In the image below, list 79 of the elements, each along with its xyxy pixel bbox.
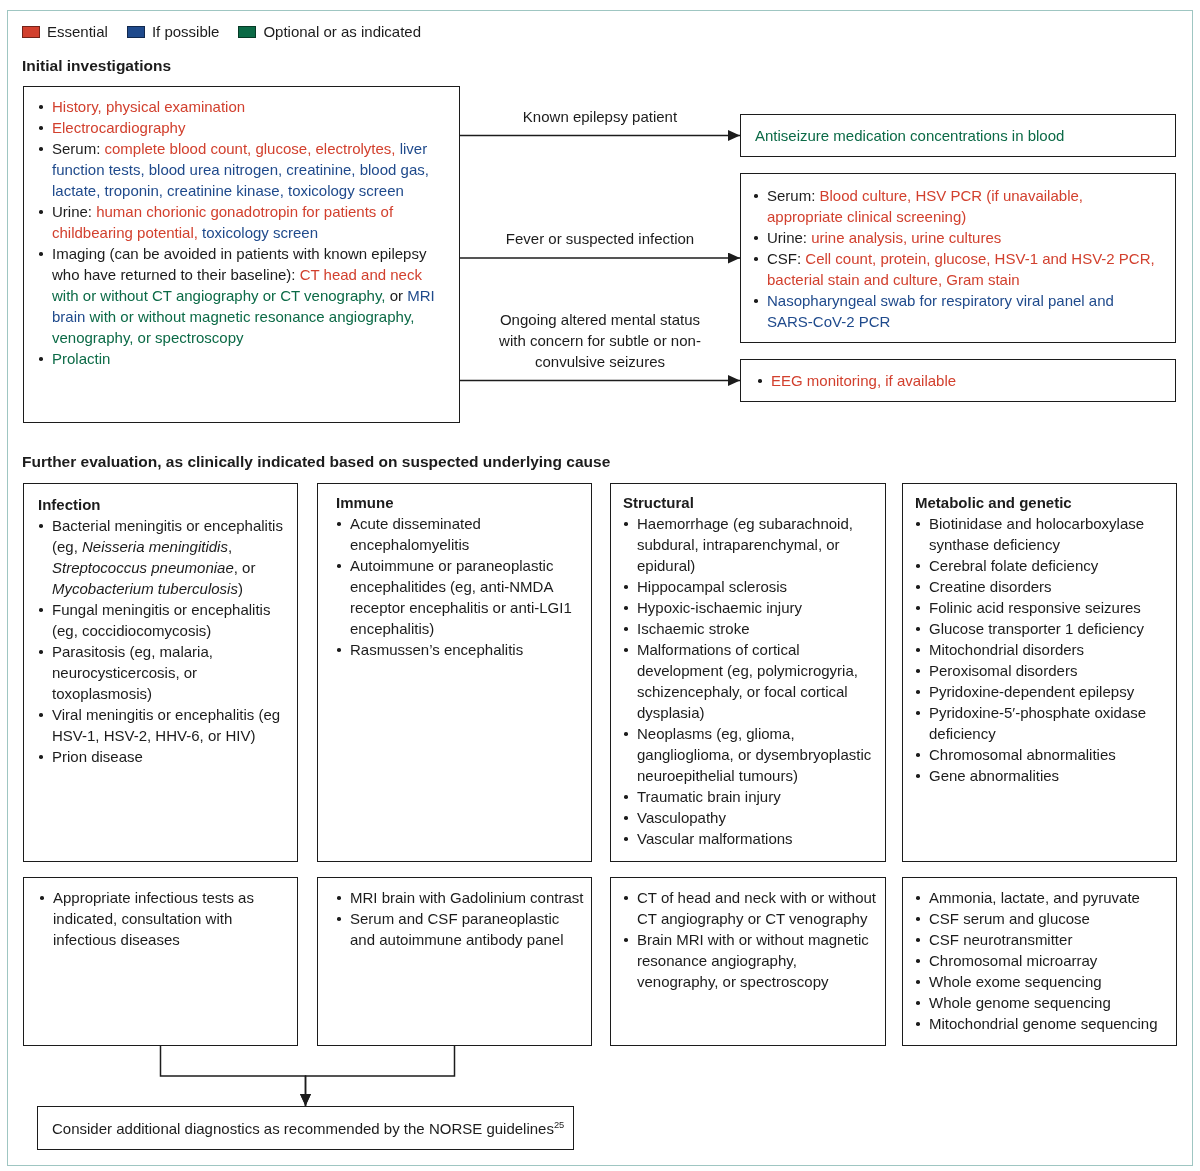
list-item: Gene abnormalities: [915, 765, 1172, 786]
list-item: Prolactin: [38, 348, 441, 369]
arrow: [300, 1045, 456, 1107]
list-item: Fungal meningitis or encephalitis (eg, coccidiocomycosis): [38, 599, 283, 641]
section-heading: Initial investigations: [22, 56, 171, 76]
list-item: Pyridoxine-dependent epilepsy: [915, 681, 1172, 702]
list-item: Peroxisomal disorders: [915, 660, 1172, 681]
list-item: Brain MRI with or without magnetic resonance angiography, venography, or spectroscopy: [623, 929, 881, 992]
test-box: [23, 877, 298, 1046]
list-item: Malformations of cortical development (eg, polymicrogyria, schizencephaly, or focal cortical dysplasia): [623, 639, 881, 723]
list-item: Electrocardiography: [38, 117, 441, 138]
category-box: [317, 483, 592, 862]
legend-label: Optional or as indicated: [263, 22, 422, 42]
list-item: Urine: urine analysis, urine cultures: [753, 227, 1163, 248]
list-item: Glucose transporter 1 deficiency: [915, 618, 1172, 639]
list-item: Haemorrhage (eg subarachnoid, subdural, intraparenchymal, or epidural): [623, 513, 881, 576]
list-item: Viral meningitis or encephalitis (eg HSV-1, HSV-2, HHV-6, or HIV): [38, 704, 283, 746]
box-text: Consider additional diagnostics as recommended by the NORSE guidelines$^{25}$: [52, 1118, 565, 1139]
arrow: [459, 375, 741, 386]
list-item: Hypoxic-ischaemic injury: [623, 597, 881, 618]
list-item: CSF neurotransmitter: [915, 929, 1172, 950]
list-item: History, physical examination: [38, 96, 441, 117]
list-item: Mitochondrial disorders: [915, 639, 1172, 660]
list-item: CSF: Cell count, protein, glucose, HSV-1 and HSV-2 PCR, bacterial stain and culture, Gram stain: [753, 248, 1163, 290]
list-item: CT of head and neck with or without CT angiography or CT venography: [623, 887, 881, 929]
list-item: Chromosomal microarray: [915, 950, 1172, 971]
section-heading: Further evaluation, as clinically indicated based on suspected underlying cause: [22, 452, 611, 472]
category-box: [610, 483, 886, 862]
legend-label: If possible: [151, 22, 220, 42]
list-item: Serum: Blood culture, HSV PCR (if unavailable, appropriate clinical screening): [753, 185, 1163, 227]
list-item: Serum and CSF paraneoplastic and autoimmune antibody panel: [336, 908, 587, 950]
arrow: [459, 252, 741, 264]
test-box: [902, 877, 1177, 1046]
box-heading: Structural: [623, 493, 695, 513]
result-box: [740, 173, 1176, 343]
test-box: [317, 877, 592, 1046]
list-item: Hippocampal sclerosis: [623, 576, 881, 597]
list-item: Urine: human chorionic gonadotropin for patients of childbearing potential, toxicology screen: [38, 201, 441, 243]
category-box: [902, 483, 1177, 862]
list-item: Whole genome sequencing: [915, 992, 1172, 1013]
list-item: Autoimmune or paraneoplastic encephalitides (eg, anti-NMDA receptor encephalitis or anti-LGI1 encephalitis): [336, 555, 585, 639]
list-item: Mitochondrial genome sequencing: [915, 1013, 1172, 1034]
box-heading: Metabolic and genetic: [915, 493, 1073, 513]
list-item: Nasopharyngeal swab for respiratory viral panel and SARS-CoV-2 PCR: [753, 290, 1163, 332]
result-box: [740, 359, 1176, 402]
result-box: [740, 114, 1176, 157]
note-box: [37, 1106, 574, 1150]
list-item: Folinic acid responsive seizures: [915, 597, 1172, 618]
list-item: Chromosomal abnormalities: [915, 744, 1172, 765]
category-box: [23, 483, 298, 862]
list-item: Imaging (can be avoided in patients with known epilepsy who have returned to their baseline): CT head and neck with or without CT angiography or CT venography, or MRI brain with or without magnetic resonance angiography, venography, or spectroscopy: [38, 243, 441, 348]
list-item: Traumatic brain injury: [623, 786, 881, 807]
list-item: MRI brain with Gadolinium contrast: [336, 887, 587, 908]
list-item: Serum: complete blood count, glucose, electrolytes, liver function tests, blood urea nitrogen, creatinine, blood gas, lactate, troponin, creatinine kinase, toxicology screen: [38, 138, 441, 201]
list-item: EEG monitoring, if available: [757, 370, 1165, 391]
list-item: Acute disseminated encephalomyelitis: [336, 513, 585, 555]
list-item: Creatine disorders: [915, 576, 1172, 597]
list-item: Vascular malformations: [623, 828, 881, 849]
list-item: Biotinidase and holocarboxylase synthase deficiency: [915, 513, 1172, 555]
list-item: Cerebral folate deficiency: [915, 555, 1172, 576]
list-item: Whole exome sequencing: [915, 971, 1172, 992]
list-item: CSF serum and glucose: [915, 908, 1172, 929]
list-item: Appropriate infectious tests as indicated, consultation with infectious diseases: [39, 887, 283, 950]
list-item: Parasitosis (eg, malaria, neurocysticercosis, or toxoplasmosis): [38, 641, 283, 704]
legend-label: Essential: [47, 22, 108, 42]
investigation-box: [23, 86, 460, 423]
box-heading: Immune: [336, 493, 395, 513]
box-text: Antiseizure medication concentrations in blood: [755, 126, 1066, 146]
list-item: Neoplasms (eg, glioma, ganglioglioma, or dysembryoplastic neuroepithelial tumours): [623, 723, 881, 786]
list-item: Bacterial meningitis or encephalitis (eg, Neisseria meningitidis, Streptococcus pneumoniae, or Mycobacterium tuberculosis): [38, 515, 283, 599]
list-item: Vasculopathy: [623, 807, 881, 828]
list-item: Ammonia, lactate, and pyruvate: [915, 887, 1172, 908]
list-item: Prion disease: [38, 746, 283, 767]
list-item: Pyridoxine-5′-phosphate oxidase deficiency: [915, 702, 1172, 744]
arrow: [459, 130, 741, 141]
list-item: Rasmussen’s encephalitis: [336, 639, 585, 660]
list-item: Ischaemic stroke: [623, 618, 881, 639]
test-box: [610, 877, 886, 1046]
box-heading: Infection: [38, 495, 102, 515]
